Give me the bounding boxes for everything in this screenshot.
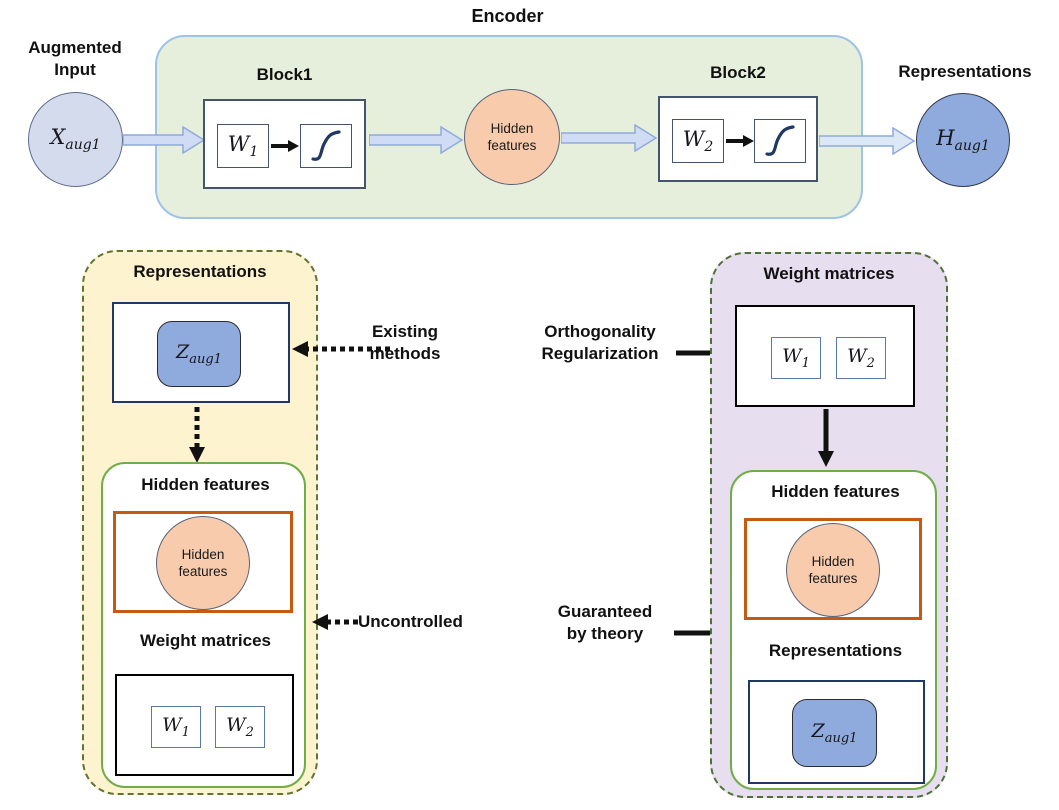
existing-methods-dotted-arrow [292,341,390,357]
right-hidden-node-circle: Hidden features [786,523,880,617]
output-node-label: Haug1 [936,126,990,154]
orthogonality-label: Orthogonality Regularization [515,321,685,365]
left-hidden-title: Hidden features [141,475,270,494]
left-z-sub: aug1 [189,351,222,367]
block1-rect: W1 [203,99,366,189]
guaranteed-line1: Guaranteed [557,602,653,621]
output-node-circle: Haug1 [916,93,1010,187]
left-hidden-line1: Hidden [181,547,225,562]
augmented-input-line1: Augmented [28,38,122,57]
block1-arrow-icon [271,140,299,152]
encoder-title: Encoder [471,6,544,26]
right-hidden-node-label: Hidden features [809,553,858,587]
block2-weight-label: W2 [683,127,714,155]
encoder-hidden-line2: features [487,138,537,153]
right-w2-box: W2 [836,337,886,379]
left-w2-base: W [226,714,246,737]
right-z-label: Zaug1 [812,720,858,746]
output-node-sub: aug1 [954,138,990,155]
right-w2-label: W2 [847,345,875,371]
right-hidden-line1: Hidden [811,554,855,569]
existing-methods-line2: methods [369,344,441,363]
orthogonality-line2: Regularization [541,344,659,363]
right-weights-title: Weight matrices [763,264,895,283]
right-w1-base: W [782,345,802,368]
left-weights-rect: W1 W2 [115,674,294,776]
input-node-sub: aug1 [65,137,101,154]
left-hidden-rect: Hidden features [113,511,293,613]
left-inner-box: Hidden features Hidden features Weight m… [101,462,306,788]
uncontrolled-dotted-arrow [312,614,358,630]
right-weights-rect: W1 W2 [735,305,915,407]
block1-weight-label: W1 [228,132,259,160]
left-w2-sub: 2 [245,724,254,740]
block2-weight-base: W [682,126,705,151]
left-w2-label: W2 [226,714,254,740]
existing-methods-label: Existing methods [340,321,470,365]
left-hidden-line2: features [178,564,228,579]
left-representations-title: Representations [133,262,267,281]
left-w1-box: W1 [151,706,201,748]
right-hidden-line2: features [808,571,858,586]
encoder-representations-label: Representations [898,62,1032,81]
block2-label: Block2 [710,63,766,82]
block2-weight-sub: 2 [704,139,714,156]
input-node-circle: Xaug1 [28,92,123,187]
block1-weight-box: W1 [217,124,269,168]
block2-arrow-icon [726,135,754,147]
block-arrow-block2-to-output [819,127,915,155]
right-hidden-title: Hidden features [771,482,900,501]
block1-activation-box [300,124,352,168]
augmented-input-line2: Input [54,60,96,79]
encoder-hidden-line1: Hidden [490,121,534,136]
uncontrolled-label: Uncontrolled [358,612,463,631]
guaranteed-label: Guaranteed by theory [535,601,675,645]
existing-methods-line1: Existing [371,322,439,341]
block-arrow-hidden-to-block2 [561,124,657,152]
sigmoid-icon [311,130,341,161]
right-w1-sub: 1 [801,355,810,371]
right-hidden-rect: Hidden features [744,518,922,620]
left-w1-base: W [162,714,182,737]
dotted-down-arrow [189,407,205,463]
input-node-label: Xaug1 [50,125,100,153]
right-z-base: Z [811,720,825,743]
left-w2-box: W2 [215,706,265,748]
output-node-base: H [936,125,955,150]
left-w1-sub: 1 [181,724,190,740]
right-w1-label: W1 [782,345,810,371]
augmented-input-label: Augmented Input [10,37,140,81]
block2-weight-box: W2 [672,119,724,163]
block2-rect: W2 [658,96,818,182]
left-hidden-node-circle: Hidden features [156,516,250,610]
left-representations-rect: Zaug1 [112,302,290,403]
orthogonality-line1: Orthogonality [544,322,656,341]
left-hidden-node-label: Hidden features [179,546,228,580]
block1-label: Block1 [256,65,313,84]
right-representations-rect: Zaug1 [748,680,925,784]
left-w1-label: W1 [162,714,190,740]
block2-activation-box [754,119,806,163]
guaranteed-line2: by theory [566,624,644,643]
left-z-node: Zaug1 [157,321,241,387]
right-z-node: Zaug1 [792,699,877,767]
left-z-label: Zaug1 [176,341,222,367]
block-arrow-input-to-block1 [123,126,205,154]
right-representations-title: Representations [768,641,903,660]
right-w2-base: W [847,345,867,368]
block1-weight-sub: 1 [249,144,259,161]
block1-weight-base: W [227,131,250,156]
encoder-hidden-node-circle: Hidden features [464,89,560,185]
right-inner-box: Hidden features Hidden features Represen… [730,470,937,790]
weights-to-hidden-arrow [818,409,834,467]
right-z-sub: aug1 [824,730,858,746]
left-z-base: Z [176,341,190,364]
encoder-hidden-node-label: Hidden features [488,120,537,154]
input-node-base: X [50,125,66,150]
sigmoid-icon [765,125,795,156]
left-weights-title: Weight matrices [139,631,271,650]
block-arrow-block1-to-hidden [369,126,463,154]
right-w2-sub: 2 [866,355,875,371]
right-w1-box: W1 [771,337,821,379]
